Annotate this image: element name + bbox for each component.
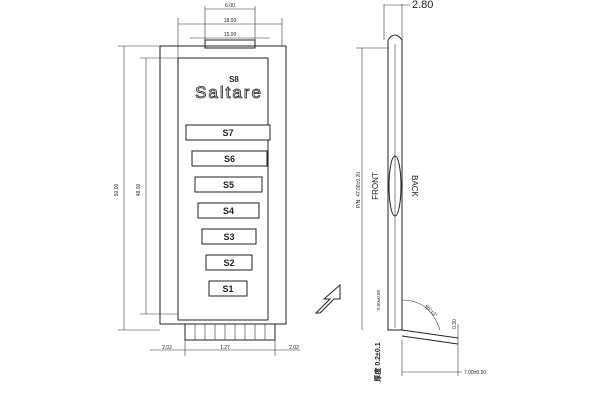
label-back: BACK xyxy=(410,175,419,197)
dim-side-length: P/N: 47.00±0.20 xyxy=(356,172,362,208)
side-profile xyxy=(387,34,403,331)
card-inner-outline xyxy=(177,57,269,321)
dim-right-small: 0.30 xyxy=(452,319,458,329)
view-arrow xyxy=(314,283,341,314)
dim-bottom-left: 2.02 xyxy=(162,345,172,351)
slot-s7-box xyxy=(185,124,271,141)
dim-bottom-right: 2.02 xyxy=(289,345,299,351)
slot-s5-box xyxy=(194,176,263,193)
slot-s1-box xyxy=(208,280,248,297)
angle-note: 90°±3° xyxy=(423,304,438,319)
slot-s2-box xyxy=(205,254,253,271)
slot-s6-label: S6 xyxy=(224,154,235,164)
bent-tail xyxy=(401,329,459,339)
dim-thickness-top: 2.80 xyxy=(412,0,433,11)
bend-arc xyxy=(401,299,441,331)
brand-logo: Saltare xyxy=(195,83,263,102)
dim-left-small: 0.50±0.50 xyxy=(376,290,381,310)
slot-s2-label: S2 xyxy=(223,258,234,268)
slot-s1-label: S1 xyxy=(222,284,233,294)
slot-s3-box xyxy=(201,228,257,245)
dim-top1: 6.00 xyxy=(225,3,235,9)
label-front: FRONT xyxy=(371,172,380,200)
slot-s4-box xyxy=(197,202,260,219)
slot-s5-label: S5 xyxy=(223,180,234,190)
slot-s7-label: S7 xyxy=(222,128,233,138)
dim-height-total: 50.00 xyxy=(114,184,120,197)
label-s8: S8 xyxy=(229,75,239,84)
dim-top2: 18.00 xyxy=(224,18,237,24)
slot-s3-label: S3 xyxy=(223,232,234,242)
side-bump xyxy=(388,155,402,217)
thickness-note: 厚度 0.2±0.1 xyxy=(373,342,382,381)
dim-height-inner: 48.00 xyxy=(136,184,142,197)
connector-pins xyxy=(184,323,276,341)
dim-top3: 15.00 xyxy=(224,32,237,38)
front-view: 6.00 18.00 15.00 50.00 48.00 S8 Saltare … xyxy=(114,3,300,356)
top-tab xyxy=(204,39,256,49)
dim-bottom-side: 7.00±0.50 xyxy=(464,370,486,376)
slot-s6-box xyxy=(191,150,268,167)
dim-bottom-pitch: 1.27 xyxy=(220,345,230,351)
slot-s4-label: S4 xyxy=(223,206,234,216)
side-view: 2.80 P/N: 47.00±0.20 FRONT BACK 0.50±0.5… xyxy=(356,0,486,382)
